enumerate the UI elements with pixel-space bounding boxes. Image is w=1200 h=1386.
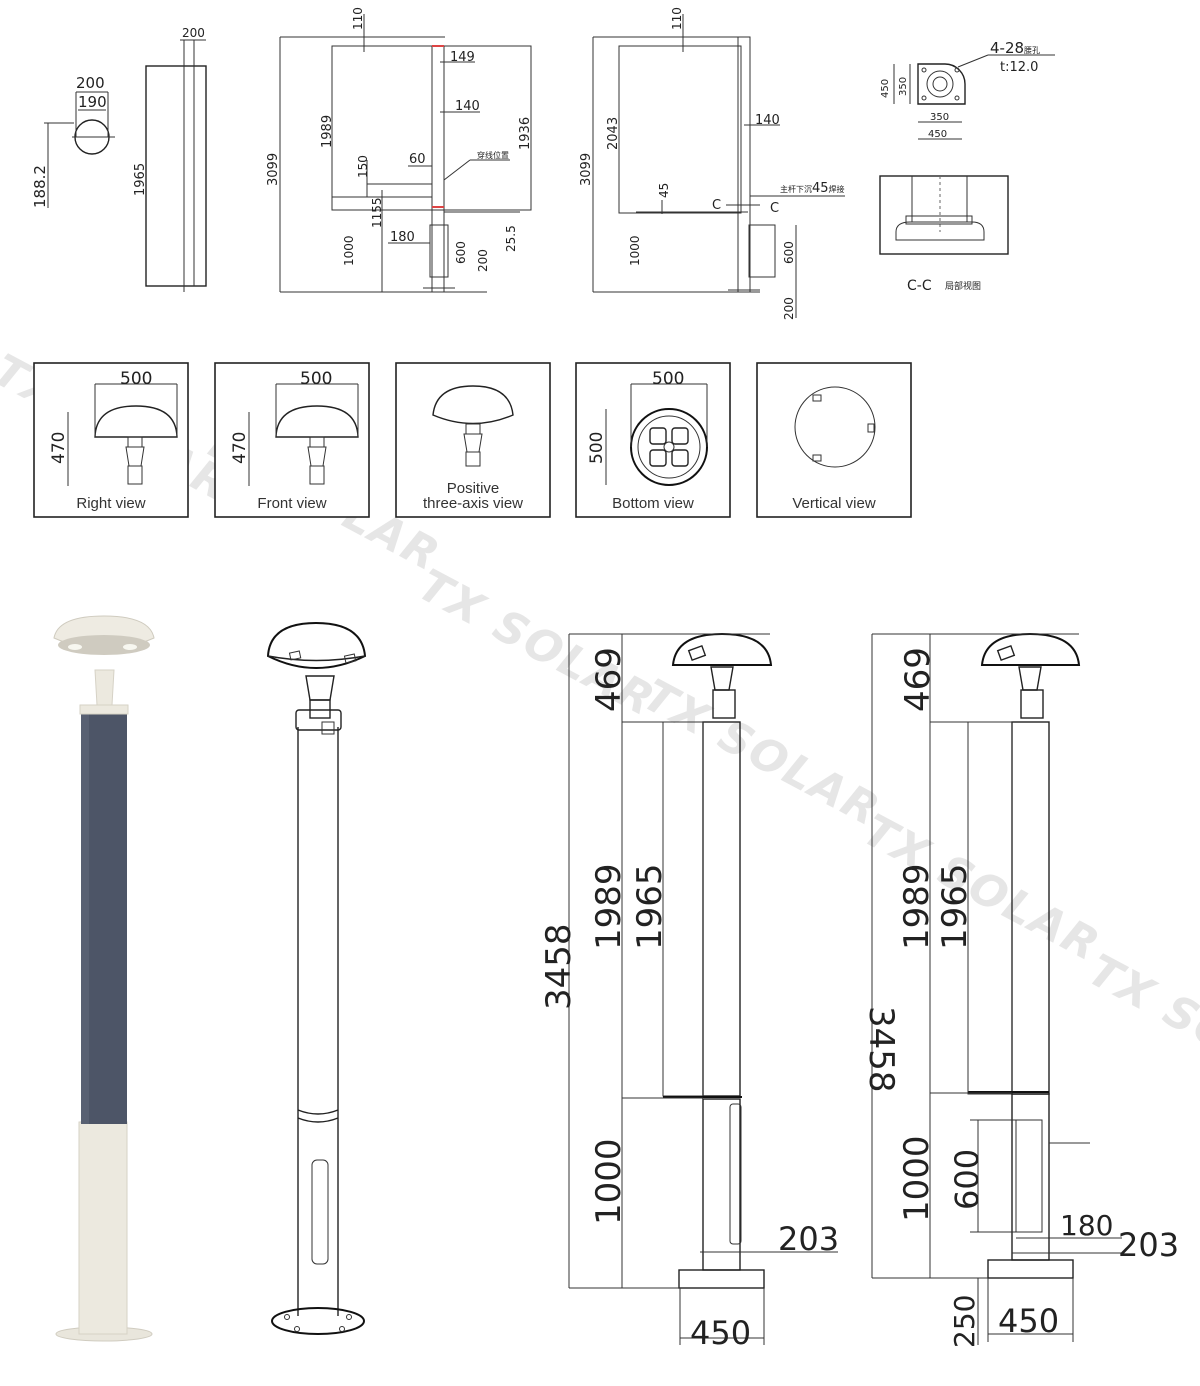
- right-view-height: 470: [49, 432, 69, 464]
- front-view-height: 470: [230, 432, 250, 464]
- bottom-view-height: 500: [587, 432, 607, 464]
- elevation-right-drawing: 469 3458 1989 1965 1000 600 180 203 450 …: [861, 632, 1179, 1348]
- elev-right-side-offset: 203: [1118, 1226, 1179, 1264]
- view-box-front: 500 470 Front view: [214, 362, 370, 518]
- axonometric-caption-line1: Positive: [447, 480, 500, 497]
- side-elevation-drawing: 110 3099 2043 140 45 主杆下沉45焊接 C C 1000 6…: [579, 7, 845, 320]
- plan-d-inner: 190: [78, 93, 107, 111]
- front-base-1000: 1000: [342, 235, 356, 266]
- elev-left-base: 1000: [589, 1138, 629, 1225]
- plan-d-outer: 200: [76, 74, 105, 92]
- elev-right-tube: 1965: [935, 863, 975, 950]
- side-dim-140: 140: [755, 113, 780, 128]
- axonometric-caption-line2: three-axis view: [423, 495, 523, 512]
- section-cc-drawing: C-C 局部视图: [879, 175, 1009, 294]
- flange-h-350: 350: [898, 77, 909, 96]
- bottom-view-caption: Bottom view: [612, 495, 694, 512]
- flange-thickness: t:12.0: [1000, 60, 1038, 75]
- side-weld-note: 主杆下沉45焊接: [780, 181, 845, 196]
- front-overall: 3099: [266, 153, 281, 186]
- watermark-4: TX SOLAR: [635, 670, 889, 837]
- elev-left-flange: 450: [690, 1314, 751, 1352]
- elev-left-tube: 1965: [630, 863, 670, 950]
- front-offset-150: 150: [356, 155, 370, 178]
- elev-right-overall: 3458: [861, 1006, 901, 1093]
- flange-w-350: 350: [930, 112, 949, 123]
- vertical-view-caption: Vertical view: [792, 495, 876, 512]
- elevation-left-drawing: 469 3458 1989 1965 1000 203 450: [539, 632, 839, 1352]
- flange-w-450: 450: [928, 129, 947, 140]
- elev-left-overall: 3458: [539, 923, 579, 1010]
- side-base-1000: 1000: [628, 235, 642, 266]
- front-offset-60: 60: [409, 152, 426, 167]
- watermark-5: TX SOLAR: [855, 805, 1109, 972]
- flange-plate-drawing: 4-28腰孔 t:12.0 450 350 350 450: [880, 39, 1055, 140]
- front-panel: 1989: [320, 115, 335, 148]
- right-view-width: 500: [120, 369, 152, 389]
- side-section-left: C: [712, 198, 721, 213]
- side-gap-200: 200: [782, 297, 796, 320]
- section-note: 局部视图: [945, 280, 981, 292]
- bottom-view-width: 500: [652, 369, 684, 389]
- front-gap-200: 200: [476, 249, 490, 272]
- elev-right-door: 600: [948, 1149, 986, 1210]
- right-view-caption: Right view: [76, 495, 145, 512]
- side-section-right: C: [770, 201, 779, 216]
- side-top: 110: [670, 7, 684, 30]
- section-label: C-C: [907, 278, 932, 294]
- elev-right-base: 1000: [897, 1135, 937, 1222]
- front-h-1155: 1155: [370, 197, 384, 228]
- front-wire-note: 穿线位置: [477, 150, 509, 160]
- front-view-width: 500: [300, 369, 332, 389]
- plan-offset: 188.2: [31, 165, 49, 208]
- watermark-6: TX SOLAR: [1080, 945, 1200, 1112]
- side-tube-width: 200: [182, 26, 205, 40]
- view-box-vertical: Vertical view: [756, 362, 912, 518]
- view-box-bottom: 500 500 Bottom view: [575, 362, 731, 518]
- rendered-pole-image: [53, 615, 155, 1342]
- side-overall: 3099: [579, 153, 594, 186]
- front-elevation-drawing: 110 3099 1989 149 140 1936 150 60 穿线位置 1…: [266, 7, 533, 293]
- side-door-600: 600: [782, 241, 796, 264]
- elev-right-top: 469: [898, 647, 938, 712]
- flange-holes: 4-28腰孔: [990, 39, 1040, 57]
- elev-right-door-width: 180: [1060, 1209, 1113, 1242]
- front-panel-width: 149: [450, 50, 475, 65]
- view-box-right: 500 470 Right view: [33, 362, 189, 518]
- front-door-180: 180: [390, 230, 415, 245]
- view-box-axonometric: Positive three-axis view: [395, 362, 551, 518]
- side-dim-45: 45: [657, 183, 671, 198]
- flange-h-450: 450: [880, 79, 891, 98]
- front-right-1936: 1936: [518, 117, 533, 150]
- side-panel: 2043: [606, 117, 621, 150]
- side-tube-height: 1965: [133, 163, 148, 196]
- front-gap-255: 25.5: [504, 225, 518, 252]
- elev-right-panel: 1989: [897, 863, 937, 950]
- elev-left-side-offset: 203: [778, 1220, 839, 1258]
- elev-left-panel: 1989: [589, 863, 629, 950]
- front-view-caption: Front view: [257, 495, 326, 512]
- elev-left-top: 469: [589, 647, 629, 712]
- isometric-line-drawing: [266, 621, 367, 1335]
- front-door-600: 600: [454, 241, 468, 264]
- plan-view-drawing: 200 190 188.2: [31, 74, 115, 208]
- elev-right-anchor: 250: [948, 1295, 981, 1348]
- elev-right-flange: 450: [998, 1302, 1059, 1340]
- front-top: 110: [351, 7, 365, 30]
- front-inner-140: 140: [455, 99, 480, 114]
- side-tube-drawing: 200 1965: [133, 26, 207, 292]
